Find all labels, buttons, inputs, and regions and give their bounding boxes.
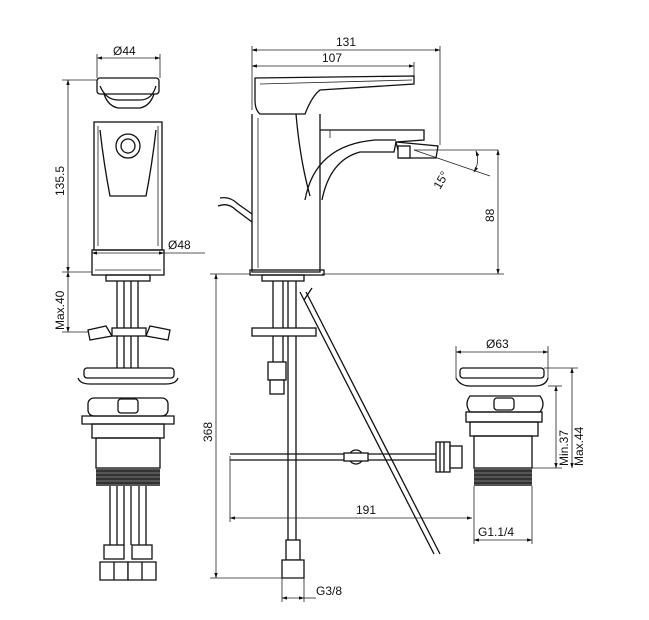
- dim-width-107: 107: [251, 51, 415, 76]
- dim-label-15-deg: 15°: [430, 169, 451, 192]
- dim-width-131: 131: [251, 35, 441, 145]
- dim-g-1-1-4: G1.1/4: [473, 486, 533, 544]
- dim-max-40: Max.40: [53, 271, 88, 333]
- waste-side-view: [435, 367, 549, 486]
- dim-label-88: 88: [483, 208, 497, 222]
- front-view: [77, 77, 179, 581]
- dim-diam-48: Ø48: [91, 238, 205, 255]
- dim-label-107: 107: [322, 51, 342, 65]
- right-waste-thread: [474, 468, 532, 486]
- side-view: [217, 75, 441, 579]
- dim-diam-63: Ø63: [455, 337, 549, 378]
- dim-label-diam-63: Ø63: [486, 337, 509, 351]
- dim-height-135-5: 135.5: [53, 79, 97, 273]
- front-waste-thread: [96, 468, 160, 486]
- dim-max-44: Max.44: [544, 367, 586, 469]
- dim-height-88: 88: [322, 149, 504, 275]
- dim-label-g-3-8: G3/8: [316, 584, 342, 598]
- dim-label-diam-44: Ø44: [113, 44, 136, 58]
- dim-label-131: 131: [336, 35, 356, 49]
- dim-label-135-5: 135.5: [53, 166, 67, 196]
- dim-label-min-37: Min.37: [557, 430, 571, 466]
- dim-label-191: 191: [356, 503, 376, 517]
- dim-g-3-8: G3/8: [281, 578, 342, 602]
- dim-height-368: 368: [201, 273, 282, 579]
- dim-label-max-44: Max.44: [572, 426, 586, 466]
- dim-diam-44: Ø44: [96, 44, 161, 78]
- dim-min-37: Min.37: [532, 385, 571, 469]
- dim-label-max-40: Max.40: [53, 290, 67, 330]
- dim-width-191: 191: [229, 456, 473, 522]
- dim-label-368: 368: [201, 422, 215, 442]
- dim-label-g-1-1-4: G1.1/4: [478, 525, 514, 539]
- dim-label-diam-48: Ø48: [168, 238, 191, 252]
